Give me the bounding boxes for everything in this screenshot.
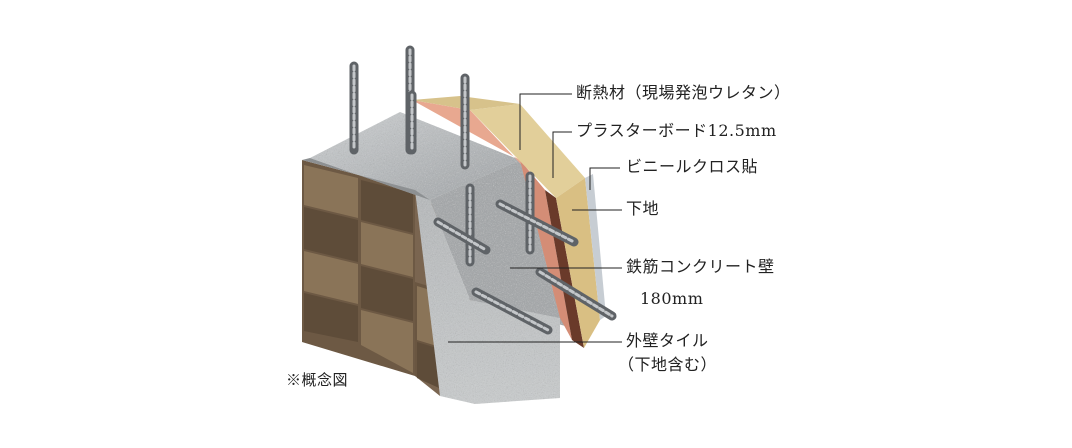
tile (304, 293, 358, 342)
leader-plasterboard (552, 131, 572, 178)
tile (304, 251, 358, 304)
label-vinyl-cloth: ビニールクロス貼 (626, 157, 759, 176)
leader-lines (448, 93, 622, 343)
tile (304, 207, 358, 262)
tile (361, 180, 413, 233)
plasterboard-layer (470, 104, 585, 198)
tile (361, 310, 413, 373)
label-substrate: 下地 (626, 199, 660, 218)
tile (361, 266, 413, 321)
label-exterior-tile: 外壁タイル (626, 331, 709, 350)
concrete-front-face (415, 190, 560, 404)
label-exterior-tile-note: （下地含む） (618, 355, 718, 374)
leader-insulation (519, 93, 572, 150)
label-insulation: 断熱材（現場発泡ウレタン） (576, 83, 791, 102)
leader-vinyl-cloth (589, 167, 620, 190)
tile (304, 165, 358, 218)
concrete-top (310, 112, 520, 200)
tile (361, 222, 413, 277)
label-plasterboard: プラスターボード12.5mm (576, 121, 777, 140)
rebar-ribs (538, 270, 614, 318)
label-rc-thickness: 180mm (640, 289, 704, 308)
concept-diagram-note: ※概念図 (286, 371, 349, 389)
label-rc-wall: 鉄筋コンクリート壁 (626, 257, 775, 276)
rebar-ribs (436, 220, 488, 252)
rebar-ribs (498, 202, 576, 244)
rebar-ribs (474, 290, 550, 332)
rebar-group (349, 45, 617, 335)
concrete-edge (302, 158, 430, 200)
